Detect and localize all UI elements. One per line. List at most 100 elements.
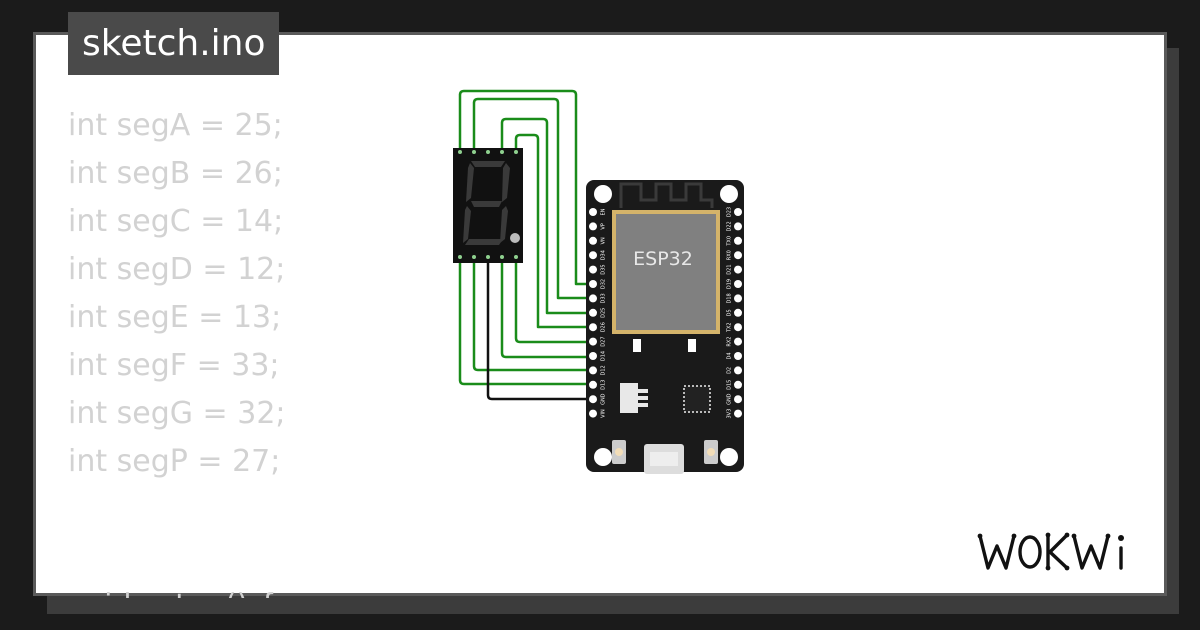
pin-rx2[interactable] [734, 337, 742, 346]
wire-green [514, 258, 593, 344]
pin-label-left: D32 [601, 279, 607, 289]
code-line: int segC = 14; [68, 204, 284, 239]
seven-segment-display[interactable] [453, 148, 523, 263]
pin-label-right: GND [727, 393, 733, 405]
pin-label-left: D33 [601, 293, 607, 303]
code-line: void setup() { [68, 578, 428, 598]
pin-d14[interactable] [589, 352, 597, 360]
decimal-point [510, 233, 520, 243]
display-pins [458, 150, 518, 259]
wire-green [514, 133, 593, 329]
wokwi-logo [977, 532, 1124, 571]
pin-d13[interactable] [589, 380, 597, 389]
board-pins [589, 208, 742, 418]
pin-label-left: D34 [601, 250, 607, 260]
wire-green [500, 258, 593, 359]
pin-gnd[interactable] [589, 395, 597, 404]
pin-d5[interactable] [734, 308, 742, 317]
code-line: int segF = 33; [68, 348, 280, 383]
code-line: int segG = 32; [68, 396, 286, 431]
capacitor [688, 339, 696, 352]
pin-en[interactable] [589, 208, 597, 216]
mount-hole [594, 448, 612, 466]
pin-label-left: D12 [601, 365, 607, 375]
pin-label-left: VIN [601, 409, 607, 418]
pin-label-left: EN [601, 208, 607, 215]
pin-label-left: D35 [601, 264, 607, 274]
pin-d19[interactable] [734, 280, 742, 288]
file-name-tab[interactable]: sketch.ino [68, 12, 280, 75]
pin-d23[interactable] [734, 208, 742, 216]
pin-label-right: D4 [727, 352, 733, 359]
capacitor [633, 339, 641, 352]
pin-label-left: VN [601, 237, 607, 244]
pin-label-right: TX2 [727, 322, 733, 333]
code-line: int segA = 25; [68, 108, 283, 143]
pin-d2[interactable] [734, 366, 742, 375]
pin-d18[interactable] [734, 294, 742, 303]
pin-tx2[interactable] [734, 323, 742, 332]
wire-green [500, 117, 593, 315]
wire-black [486, 258, 593, 401]
pin-label-left: D13 [601, 380, 607, 390]
code-line: int segE = 13; [68, 300, 282, 335]
display-segments [463, 161, 510, 245]
pin-vn[interactable] [589, 236, 597, 245]
pin-label-right: D23 [727, 207, 733, 217]
wire-green [472, 97, 593, 300]
pin-label-left: VP [601, 223, 607, 229]
mount-hole [720, 448, 738, 466]
pin-label-left: D14 [601, 351, 607, 361]
usb-chip [683, 385, 711, 413]
pin-vin[interactable] [589, 409, 597, 418]
pin-d15[interactable] [734, 380, 742, 389]
pin-label-left: GND [601, 393, 607, 405]
pin-d32[interactable] [589, 280, 597, 288]
code-line: int segP = 27; [68, 444, 281, 479]
pin-tx0[interactable] [734, 236, 742, 245]
pin-d33[interactable] [589, 294, 597, 303]
pin-label-right: D15 [727, 380, 733, 390]
pin-label-right: D18 [727, 293, 733, 303]
pin-gnd[interactable] [734, 395, 742, 404]
wires [458, 89, 593, 401]
pin-d35[interactable] [589, 265, 597, 274]
wire-green [458, 258, 593, 386]
pin-d21[interactable] [734, 265, 742, 274]
pin-label-right: D19 [727, 279, 733, 289]
esp32-board[interactable]: ESP32 ENVPVND34D35D32D33D25D26D27D14D12D… [586, 180, 744, 474]
pin-d26[interactable] [589, 323, 597, 332]
pin-label-left: D25 [601, 308, 607, 318]
mount-hole [594, 185, 612, 203]
pin-d12[interactable] [589, 366, 597, 375]
pin-label-right: D5 [727, 309, 733, 316]
pin-d22[interactable] [734, 222, 742, 231]
pin-rx0[interactable] [734, 251, 742, 260]
pin-3v3[interactable] [734, 409, 742, 418]
pin-label-left: D27 [601, 336, 607, 346]
chip-label: ESP32 [633, 248, 693, 270]
code-line: int segB = 26; [68, 156, 283, 191]
esp32-module [616, 214, 716, 330]
pin-label-right: RX0 [727, 250, 733, 260]
pin-label-right: D22 [727, 221, 733, 231]
pin-d4[interactable] [734, 352, 742, 360]
pin-d27[interactable] [589, 337, 597, 346]
pin-label-left: D26 [601, 322, 607, 332]
pin-label-right: D2 [727, 367, 733, 374]
pin-vp[interactable] [589, 222, 597, 231]
voltage-regulator [620, 383, 638, 413]
code-line: int segD = 12; [68, 252, 286, 287]
pin-d34[interactable] [589, 251, 597, 260]
mount-hole [720, 185, 738, 203]
wire-green [458, 89, 593, 286]
antenna-trace [619, 182, 714, 208]
pin-label-right: TX0 [727, 236, 733, 247]
pin-d25[interactable] [589, 308, 597, 317]
code-preview: int segA = 25; int segB = 26; int segC =… [68, 98, 428, 598]
wire-green [472, 258, 593, 372]
pin-label-right: D21 [727, 264, 733, 274]
pin-label-right: 3V3 [727, 409, 733, 419]
